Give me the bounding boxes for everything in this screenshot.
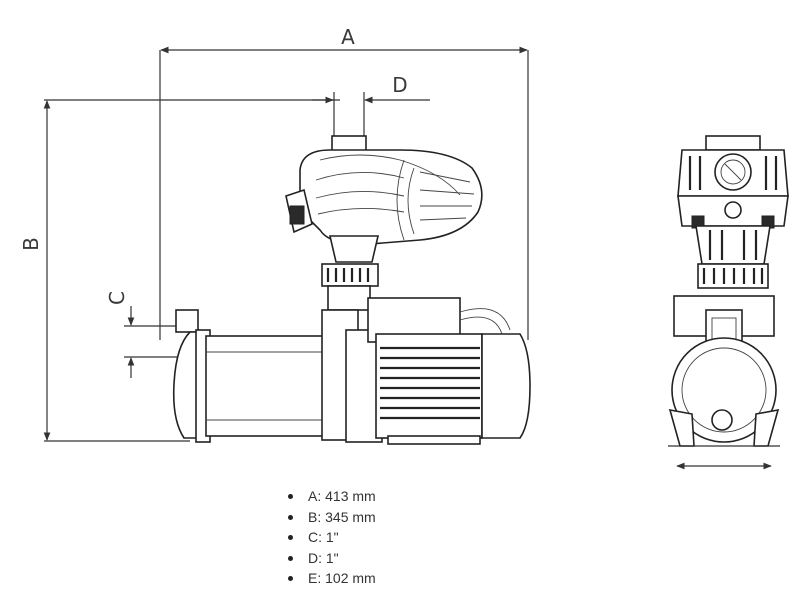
front-pump-body [668, 295, 780, 447]
front-view: E [668, 135, 789, 480]
dimension-specs-list: A: 413 mm B: 345 mm C: 1" D: 1" E: 102 m… [286, 486, 376, 589]
spec-item-d: D: 1" [286, 548, 376, 569]
dimension-label-e: E [714, 477, 727, 480]
side-view: A B C D [19, 25, 531, 445]
spec-item-a: A: 413 mm [286, 486, 376, 507]
spec-item-e: E: 102 mm [286, 568, 376, 589]
dimension-e: E [676, 462, 772, 480]
dimension-label-b: B [19, 237, 43, 251]
spec-item-c: C: 1" [286, 527, 376, 548]
dimension-label-d: D [392, 73, 407, 97]
pump-body [172, 297, 531, 445]
pressure-controller [285, 135, 483, 311]
dimension-label-a: A [341, 25, 355, 49]
pump-technical-drawing: A B C D [19, 25, 789, 480]
front-controller [677, 135, 789, 289]
dimension-b: B [19, 99, 340, 442]
spec-item-b: B: 345 mm [286, 507, 376, 528]
dimension-a: A [159, 25, 529, 340]
dimension-label-c: C [105, 291, 129, 305]
dimension-d: D [312, 73, 430, 138]
dimension-c: C [105, 291, 178, 378]
